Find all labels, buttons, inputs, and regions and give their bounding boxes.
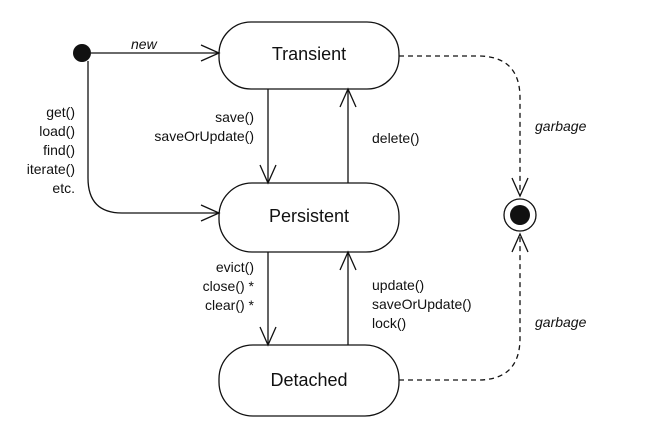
final-state-icon xyxy=(503,198,537,232)
evict-methods-label: evict() close() * clear() * xyxy=(170,258,254,315)
new-label: new xyxy=(131,36,157,52)
load-arrow xyxy=(87,61,221,222)
garbage-arrow-top xyxy=(399,55,529,198)
state-detached-label: Detached xyxy=(270,370,348,390)
method-save-or-update: saveOrUpdate() xyxy=(154,128,254,144)
method-close: close() * xyxy=(202,278,254,294)
method-get: get() xyxy=(46,104,75,120)
initial-state-icon xyxy=(73,44,91,62)
state-persistent-box xyxy=(218,182,400,253)
save-arrow xyxy=(259,89,277,185)
method-save: save() xyxy=(215,109,254,125)
method-clear: clear() * xyxy=(204,297,254,313)
delete-arrow xyxy=(339,87,357,183)
state-persistent-label: Persistent xyxy=(268,206,350,226)
method-evict: evict() xyxy=(215,259,254,275)
method-iterate: iterate() xyxy=(26,161,75,177)
evict-arrow xyxy=(259,252,277,347)
update-arrow xyxy=(339,250,357,345)
load-methods-label: get() load() find() iterate() etc. xyxy=(4,103,75,198)
delete-method-label: delete() xyxy=(372,130,420,146)
save-methods-label: save() saveOrUpdate() xyxy=(120,108,254,146)
garbage-arrow-bottom xyxy=(399,232,529,381)
garbage-label-bottom: garbage xyxy=(535,314,587,330)
garbage-label-top: garbage xyxy=(535,118,587,134)
method-etc: etc. xyxy=(52,180,75,196)
state-transient-label: Transient xyxy=(271,44,347,64)
method-load: load() xyxy=(39,123,75,139)
update-methods-label: update() saveOrUpdate() lock() xyxy=(372,276,472,333)
method-find: find() xyxy=(43,142,75,158)
new-arrow xyxy=(91,44,221,62)
method-lock: lock() xyxy=(372,315,407,331)
method-save-or-update-detached: saveOrUpdate() xyxy=(372,296,472,312)
method-update: update() xyxy=(372,277,425,293)
